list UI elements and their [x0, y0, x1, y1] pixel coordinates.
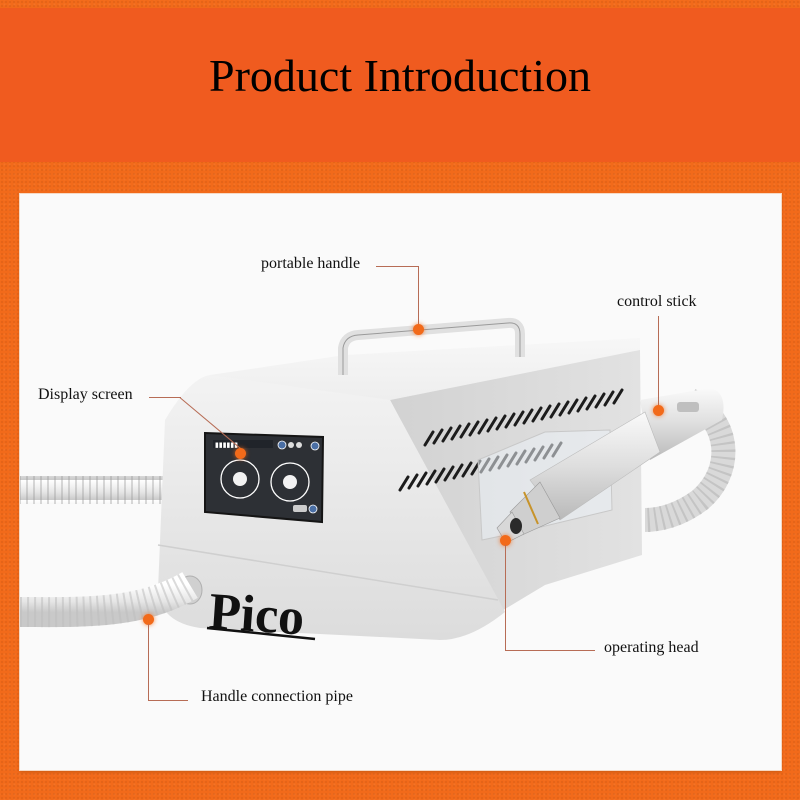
callout-dot-icon — [653, 405, 664, 416]
callout-dot-icon — [235, 448, 246, 459]
callout-label-operating-head: operating head — [604, 639, 699, 656]
callout-line — [148, 700, 188, 701]
touch-display: ▮▮▮▮▮▮ — [204, 431, 325, 524]
title-banner: Product Introduction — [0, 8, 800, 162]
callout-line — [505, 650, 595, 651]
callout-label-handle-connection-pipe: Handle connection pipe — [201, 688, 353, 705]
callout-line — [418, 266, 419, 328]
callout-line — [505, 545, 506, 650]
callout-line — [658, 316, 659, 408]
page-title: Product Introduction — [209, 49, 591, 101]
callout-label-portable-handle: portable handle — [261, 255, 361, 272]
callout-label-control-stick: control stick — [617, 293, 697, 310]
callout-dot-icon — [143, 614, 154, 625]
callout-line — [149, 397, 181, 398]
callout-line — [148, 624, 149, 700]
callout-line — [376, 266, 419, 267]
svg-text:▮▮▮▮▮▮: ▮▮▮▮▮▮ — [215, 441, 238, 449]
rear-hose — [20, 476, 170, 504]
callout-dot-icon — [413, 324, 424, 335]
callout-dot-icon — [500, 535, 511, 546]
callout-label-display-screen: Display screen — [38, 386, 133, 403]
